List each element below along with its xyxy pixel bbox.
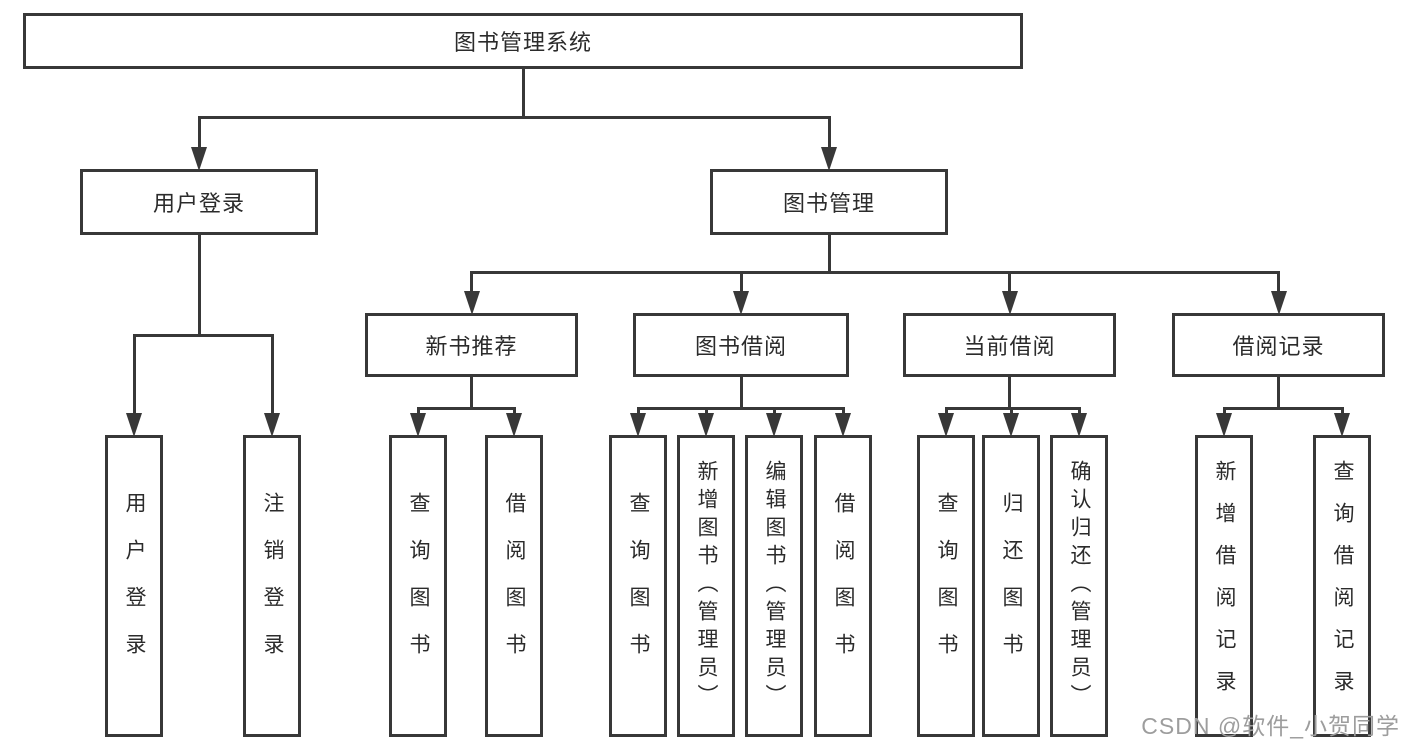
connector-line — [197, 115, 831, 119]
node-label: 归还图书 — [1000, 492, 1023, 680]
node-label: 借阅图书 — [832, 492, 855, 680]
node-label: 图书管理 — [782, 191, 875, 216]
node-cb-query: 查询图书 — [917, 435, 975, 737]
arrowhead-down-icon — [264, 413, 280, 437]
connector-line — [1340, 408, 1344, 413]
node-book-mgmt: 图书管理 — [710, 169, 948, 235]
node-new-book-rec: 新书推荐 — [365, 313, 578, 377]
node-cb-confirm: 确认归还（管理员） — [1050, 435, 1108, 737]
arrowhead-down-icon — [1216, 413, 1232, 437]
connector-line — [636, 406, 845, 410]
node-label: 借阅图书 — [503, 492, 526, 680]
node-leaf-login: 用户登录 — [105, 435, 163, 737]
node-label: 新增图书（管理员） — [695, 460, 718, 712]
connector-line — [1008, 272, 1011, 291]
arrowhead-down-icon — [191, 147, 207, 171]
connector-line — [470, 377, 473, 408]
connector-line — [1008, 377, 1011, 408]
node-nb-borrow: 借阅图书 — [485, 435, 543, 737]
arrowhead-down-icon — [630, 413, 646, 437]
node-label: 当前借阅 — [963, 334, 1056, 359]
arrowhead-down-icon — [1003, 413, 1019, 437]
connector-line — [704, 408, 708, 413]
connector-line — [772, 408, 776, 413]
arrowhead-down-icon — [698, 413, 714, 437]
node-label: 注销登录 — [261, 492, 284, 680]
connector-line — [1222, 408, 1226, 413]
connector-line — [739, 272, 743, 291]
arrowhead-down-icon — [835, 413, 851, 437]
arrowhead-down-icon — [1071, 413, 1087, 437]
connector-line — [132, 333, 274, 337]
connector-line — [132, 335, 136, 413]
node-label: 查询借阅记录 — [1331, 460, 1354, 712]
connector-line — [827, 235, 831, 272]
node-bb-borrow: 借阅图书 — [814, 435, 872, 737]
connector-line — [512, 408, 516, 413]
node-bb-edit: 编辑图书（管理员） — [745, 435, 803, 737]
node-label: 编辑图书（管理员） — [763, 460, 786, 712]
node-label: 新书推荐 — [425, 334, 518, 359]
watermark-text: CSDN @软件_小贺同学 — [1141, 713, 1400, 739]
node-cb-return: 归还图书 — [982, 435, 1040, 737]
connector-line — [1222, 406, 1344, 410]
connector-line — [1277, 377, 1280, 408]
connector-line — [944, 408, 948, 413]
connector-line — [470, 272, 473, 291]
node-label: 借阅记录 — [1232, 334, 1325, 359]
node-label: 查询图书 — [407, 492, 430, 680]
node-br-query: 查询借阅记录 — [1313, 435, 1371, 737]
node-borrow-record: 借阅记录 — [1172, 313, 1385, 377]
connector-line — [416, 406, 516, 410]
arrowhead-down-icon — [1001, 291, 1018, 315]
node-book-borrow: 图书借阅 — [633, 313, 849, 377]
node-label: 新增借阅记录 — [1213, 460, 1236, 712]
connector-line — [636, 408, 640, 413]
connector-line — [1077, 408, 1081, 413]
node-root: 图书管理系统 — [23, 13, 1023, 69]
arrowhead-down-icon — [410, 413, 426, 437]
connector-line — [944, 406, 1081, 410]
node-br-add: 新增借阅记录 — [1195, 435, 1253, 737]
arrowhead-down-icon — [126, 413, 142, 437]
node-label: 图书管理系统 — [453, 30, 592, 55]
connector-line — [197, 235, 201, 335]
connector-line — [739, 377, 743, 408]
node-leaf-logout: 注销登录 — [243, 435, 301, 737]
arrowhead-down-icon — [1334, 413, 1350, 437]
node-label: 查询图书 — [627, 492, 650, 680]
node-label: 图书借阅 — [694, 334, 787, 359]
node-label: 确认归还（管理员） — [1068, 460, 1091, 712]
connector-line — [470, 270, 1280, 274]
connector-line — [841, 408, 845, 413]
arrowhead-down-icon — [821, 147, 837, 171]
connector-line — [827, 117, 831, 147]
arrowhead-down-icon — [1270, 291, 1287, 315]
connector-line — [197, 117, 201, 147]
arrowhead-down-icon — [733, 291, 749, 315]
connector-line — [521, 69, 525, 117]
node-label: 用户登录 — [152, 191, 245, 216]
connector-line — [270, 335, 274, 413]
node-current-borrow: 当前借阅 — [903, 313, 1116, 377]
connector-line — [1009, 408, 1013, 413]
arrowhead-down-icon — [938, 413, 954, 437]
node-label: 查询图书 — [935, 492, 958, 680]
node-label: 用户登录 — [123, 492, 146, 680]
connector-line — [1277, 272, 1280, 291]
arrowhead-down-icon — [463, 291, 480, 315]
node-bb-query: 查询图书 — [609, 435, 667, 737]
arrowhead-down-icon — [506, 413, 522, 437]
node-user-login: 用户登录 — [80, 169, 318, 235]
node-nb-query: 查询图书 — [389, 435, 447, 737]
arrowhead-down-icon — [766, 413, 782, 437]
connector-line — [416, 408, 420, 413]
node-bb-add: 新增图书（管理员） — [677, 435, 735, 737]
